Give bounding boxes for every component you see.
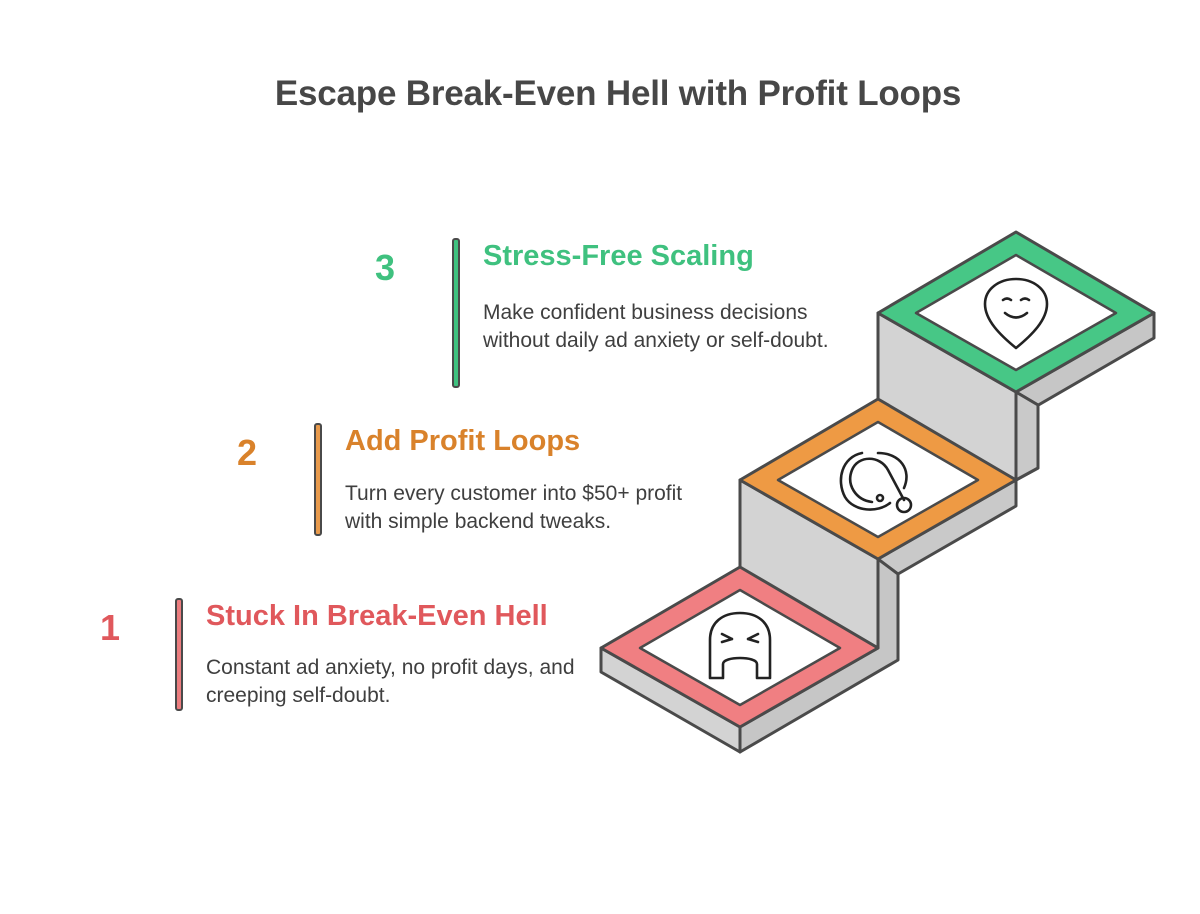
step-3-bar (452, 238, 460, 388)
step-1-bar (175, 598, 183, 711)
happy-face-icon (983, 277, 1049, 350)
loop-icon (839, 451, 913, 514)
step-1-description: Constant ad anxiety, no profit days, and… (206, 656, 575, 707)
step-1-title: Stuck In Break-Even Hell (206, 600, 548, 632)
step-1-top-inner (638, 588, 842, 707)
step-2-description: Turn every customer into $50+ profit wit… (345, 482, 683, 533)
step-2-bar (314, 423, 322, 536)
step-1-number: 1 (100, 607, 121, 648)
step-3-description: Make confident business decisions withou… (483, 301, 829, 352)
step-2-title: Add Profit Loops (345, 425, 581, 457)
step-2-number: 2 (237, 432, 258, 473)
step-3-title: Stress-Free Scaling (483, 240, 754, 272)
step-2-top-inner (776, 420, 980, 539)
step-3-top-inner (914, 253, 1118, 372)
frustrated-face-icon (708, 611, 772, 680)
page-title: Escape Break-Even Hell with Profit Loops (274, 74, 962, 113)
step-3-number: 3 (375, 247, 396, 288)
